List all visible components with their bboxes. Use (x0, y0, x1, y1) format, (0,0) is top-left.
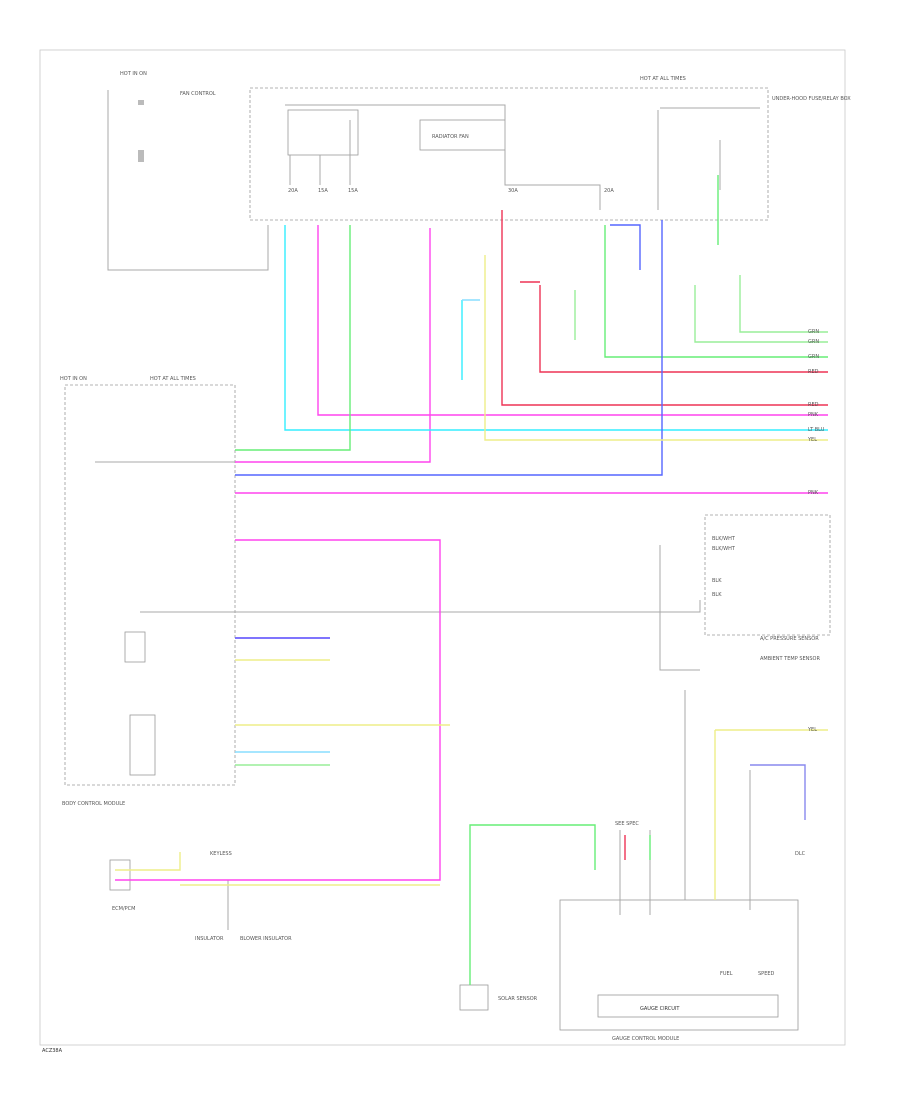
label-spec: SEE SPEC (615, 821, 639, 827)
svg-text:YEL: YEL (807, 437, 817, 443)
diagram-id: ACZ38A (42, 1048, 63, 1054)
svg-text:PNK: PNK (808, 490, 819, 496)
label-ecm: ECM/PCM (112, 906, 135, 912)
wire-yellow-1 (484, 255, 828, 441)
wire-end-labels: GRN GRN GRN RED RED PNK LT BLU YEL PNK Y… (807, 329, 825, 733)
label-combination-meter: GAUGE CONTROL MODULE (612, 1036, 679, 1042)
label-fuse-box: UNDER-HOOD FUSE/RELAY BOX (772, 96, 851, 102)
label-fan-control: FAN CONTROL (180, 91, 216, 97)
wire-pink-4 (115, 539, 441, 881)
label-insulator: INSULATOR (195, 936, 224, 942)
wire-blue-1 (235, 220, 663, 476)
svg-text:GRN: GRN (808, 339, 819, 345)
label-gauge-circuit: GAUGE CIRCUIT (640, 1006, 680, 1012)
right-connector-block: BLK/WHT BLK/WHT BLK BLK A/C PRESSURE SEN… (659, 514, 831, 671)
label-hot-all: HOT AT ALL TIMES (640, 76, 686, 82)
wire-green-3 (694, 285, 828, 343)
svg-text:20A: 20A (604, 188, 614, 194)
svg-text:RED: RED (808, 369, 819, 375)
label-hot-ign: HOT IN ON (120, 71, 147, 77)
svg-text:30A: 30A (508, 188, 518, 194)
wires (115, 175, 828, 985)
wire-green-2 (604, 225, 828, 358)
label-fuel: FUEL (720, 971, 733, 977)
wire-pink-1 (317, 225, 828, 416)
svg-text:BLK: BLK (712, 592, 722, 598)
svg-text:GRN: GRN (808, 354, 819, 360)
diagram-frame (39, 49, 846, 1046)
wire-green-4 (739, 275, 828, 333)
fuse-relay-box: UNDER-HOOD FUSE/RELAY BOX HOT AT ALL TIM… (249, 76, 851, 221)
label-ecu-body: BODY CONTROL MODULE (62, 801, 125, 807)
svg-text:BLK: BLK (712, 578, 722, 584)
wire-cyan-1 (284, 225, 828, 431)
label-ac-pressure: A/C PRESSURE SENSOR (760, 636, 819, 642)
label-solar: SOLAR SENSOR (498, 996, 538, 1002)
label-radiator-fan: RADIATOR FAN (432, 134, 469, 140)
label-blower-insulator: BLOWER INSULATOR (240, 936, 292, 942)
wire-red-1 (501, 210, 828, 406)
svg-text:20A: 20A (288, 188, 298, 194)
ecm-block: ECM/PCM KEYLESS INSULATOR BLOWER INSULAT… (109, 851, 292, 942)
svg-text:LT BLU: LT BLU (808, 427, 825, 433)
top-left-module: HOT IN ON FAN CONTROL (107, 71, 269, 271)
left-module: HOT IN ON HOT AT ALL TIMES BODY CONTROL … (60, 376, 701, 807)
label-speed: SPEED (758, 971, 775, 977)
svg-text:YEL: YEL (807, 727, 817, 733)
gauge-meter-block: GAUGE CIRCUIT GAUGE CONTROL MODULE SOLAR… (459, 690, 806, 1042)
label-hot-ign-2: HOT IN ON (60, 376, 87, 382)
label-dlc: DLC (795, 851, 806, 857)
svg-text:BLK/WHT: BLK/WHT (712, 536, 736, 542)
svg-text:15A: 15A (348, 188, 358, 194)
wire-red-2 (539, 285, 828, 373)
label-hot-all-2: HOT AT ALL TIMES (150, 376, 196, 382)
svg-text:15A: 15A (318, 188, 328, 194)
label-keyless: KEYLESS (210, 851, 232, 857)
wire-green-1 (235, 225, 351, 451)
svg-text:GRN: GRN (808, 329, 819, 335)
wire-pink-2 (235, 228, 431, 463)
svg-text:BLK/WHT: BLK/WHT (712, 546, 736, 552)
label-ambient: AMBIENT TEMP SENSOR (760, 656, 820, 662)
svg-text:RED: RED (808, 402, 819, 408)
svg-text:PNK: PNK (808, 412, 819, 418)
